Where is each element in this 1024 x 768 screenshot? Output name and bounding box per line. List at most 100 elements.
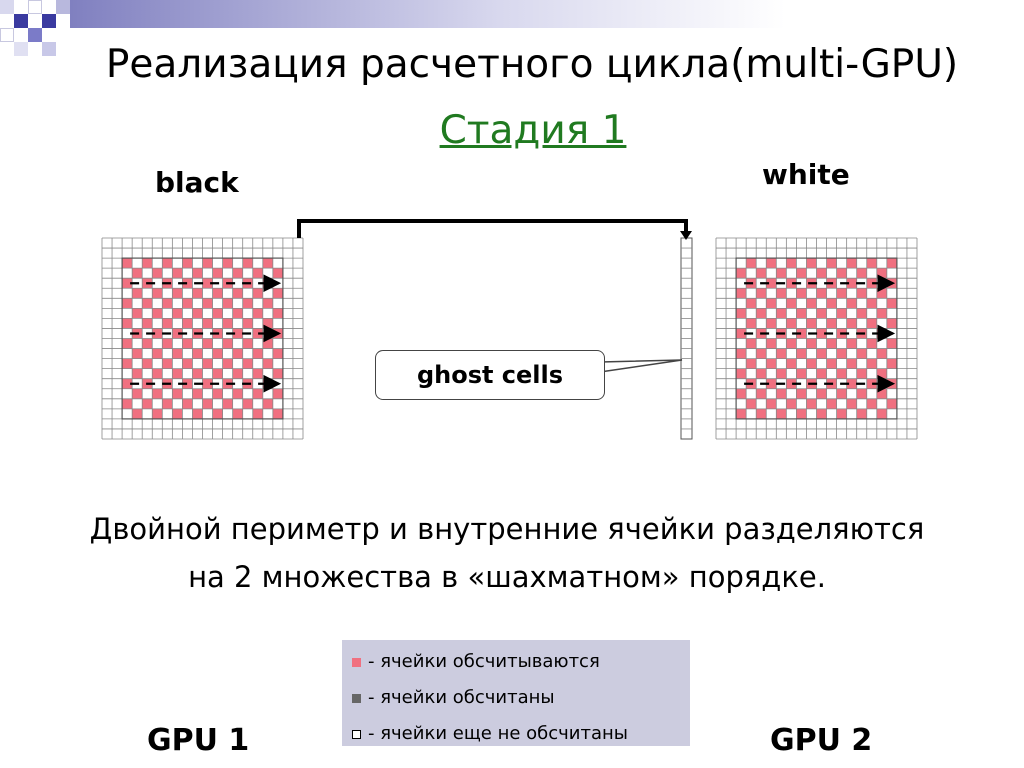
computing-cell	[122, 358, 133, 369]
computing-cell	[122, 338, 133, 349]
computing-cell	[232, 348, 243, 359]
computing-cell	[806, 398, 817, 409]
computing-cell	[826, 298, 837, 309]
computing-cell	[856, 308, 867, 319]
computing-cell	[202, 338, 213, 349]
computing-cell	[182, 298, 193, 309]
computing-cell	[192, 268, 203, 279]
computing-cell	[162, 318, 173, 329]
slide-title: Реализация расчетного цикла(multi-GPU)	[105, 42, 959, 87]
computing-cell	[192, 348, 203, 359]
computing-cell	[262, 358, 273, 369]
inner-border	[735, 257, 898, 420]
computing-cell	[746, 318, 757, 329]
computing-cell	[172, 288, 183, 299]
computing-cell	[232, 328, 243, 339]
computing-cell	[806, 258, 817, 269]
computing-cell	[746, 258, 757, 269]
computing-cell	[172, 348, 183, 359]
computing-cell	[786, 378, 797, 389]
computing-cell	[766, 398, 777, 409]
computing-cell	[262, 298, 273, 309]
computing-cell	[182, 278, 193, 289]
computing-cell	[202, 278, 213, 289]
computing-cell	[756, 388, 767, 399]
computing-cell	[826, 358, 837, 369]
computing-cell	[796, 268, 807, 279]
computing-cell	[786, 338, 797, 349]
computing-cell	[162, 398, 173, 409]
computing-cell	[826, 398, 837, 409]
computing-cell	[836, 288, 847, 299]
computing-cell	[866, 318, 877, 329]
computing-cell	[816, 308, 827, 319]
computing-cell	[806, 318, 817, 329]
computing-cell	[142, 358, 153, 369]
computing-cell	[132, 268, 143, 279]
computing-cell	[212, 368, 223, 379]
computing-cell	[132, 388, 143, 399]
computing-cell	[776, 408, 787, 419]
computing-cell	[252, 348, 263, 359]
computing-cell	[846, 338, 857, 349]
computing-cell	[252, 368, 263, 379]
computing-cell	[242, 358, 253, 369]
computing-cell	[866, 358, 877, 369]
computing-cell	[766, 358, 777, 369]
computing-cell	[182, 338, 193, 349]
computing-cell	[846, 278, 857, 289]
computing-cell	[766, 318, 777, 329]
computing-cell	[122, 298, 133, 309]
computing-cell	[836, 408, 847, 419]
computing-cell	[172, 368, 183, 379]
computing-cell	[776, 388, 787, 399]
computing-cell	[122, 318, 133, 329]
computing-cell	[132, 348, 143, 359]
computing-cell	[846, 318, 857, 329]
computing-cell	[272, 388, 283, 399]
computing-cell	[262, 338, 273, 349]
computing-cell	[222, 358, 233, 369]
computing-cell	[242, 338, 253, 349]
computing-cell	[846, 378, 857, 389]
computing-cell	[222, 258, 233, 269]
computing-cell	[202, 358, 213, 369]
computing-cell	[846, 298, 857, 309]
computing-cell	[212, 288, 223, 299]
computing-cell	[846, 358, 857, 369]
computing-cell	[242, 398, 253, 409]
computing-cell	[162, 338, 173, 349]
computing-cell	[272, 308, 283, 319]
computing-cell	[182, 318, 193, 329]
computing-cell	[182, 358, 193, 369]
computing-cell	[232, 408, 243, 419]
computing-cell	[756, 368, 767, 379]
computing-cell	[796, 388, 807, 399]
computing-cell	[202, 258, 213, 269]
pink-square-icon	[352, 657, 361, 667]
transfer-connector	[297, 219, 688, 238]
gpu1-label: GPU 1	[147, 723, 250, 758]
computing-cell	[222, 298, 233, 309]
computing-cell	[162, 358, 173, 369]
gpu2-label: GPU 2	[770, 723, 873, 758]
computing-cell	[756, 308, 767, 319]
computing-cell	[856, 408, 867, 419]
computing-cell	[232, 288, 243, 299]
label-white: white	[762, 158, 850, 191]
computing-cell	[222, 318, 233, 329]
computing-cell	[152, 268, 163, 279]
computing-cell	[846, 398, 857, 409]
computing-cell	[222, 338, 233, 349]
computing-cell	[836, 308, 847, 319]
computing-cell	[876, 308, 887, 319]
computing-cell	[212, 268, 223, 279]
computing-cell	[252, 328, 263, 339]
legend-text: - ячейки обсчитываются	[368, 651, 600, 672]
computing-cell	[272, 288, 283, 299]
computing-cell	[826, 258, 837, 269]
legend-text: - ячейки обсчитаны	[368, 687, 555, 708]
computing-cell	[786, 278, 797, 289]
white-square-icon	[352, 729, 361, 739]
computing-cell	[806, 298, 817, 309]
